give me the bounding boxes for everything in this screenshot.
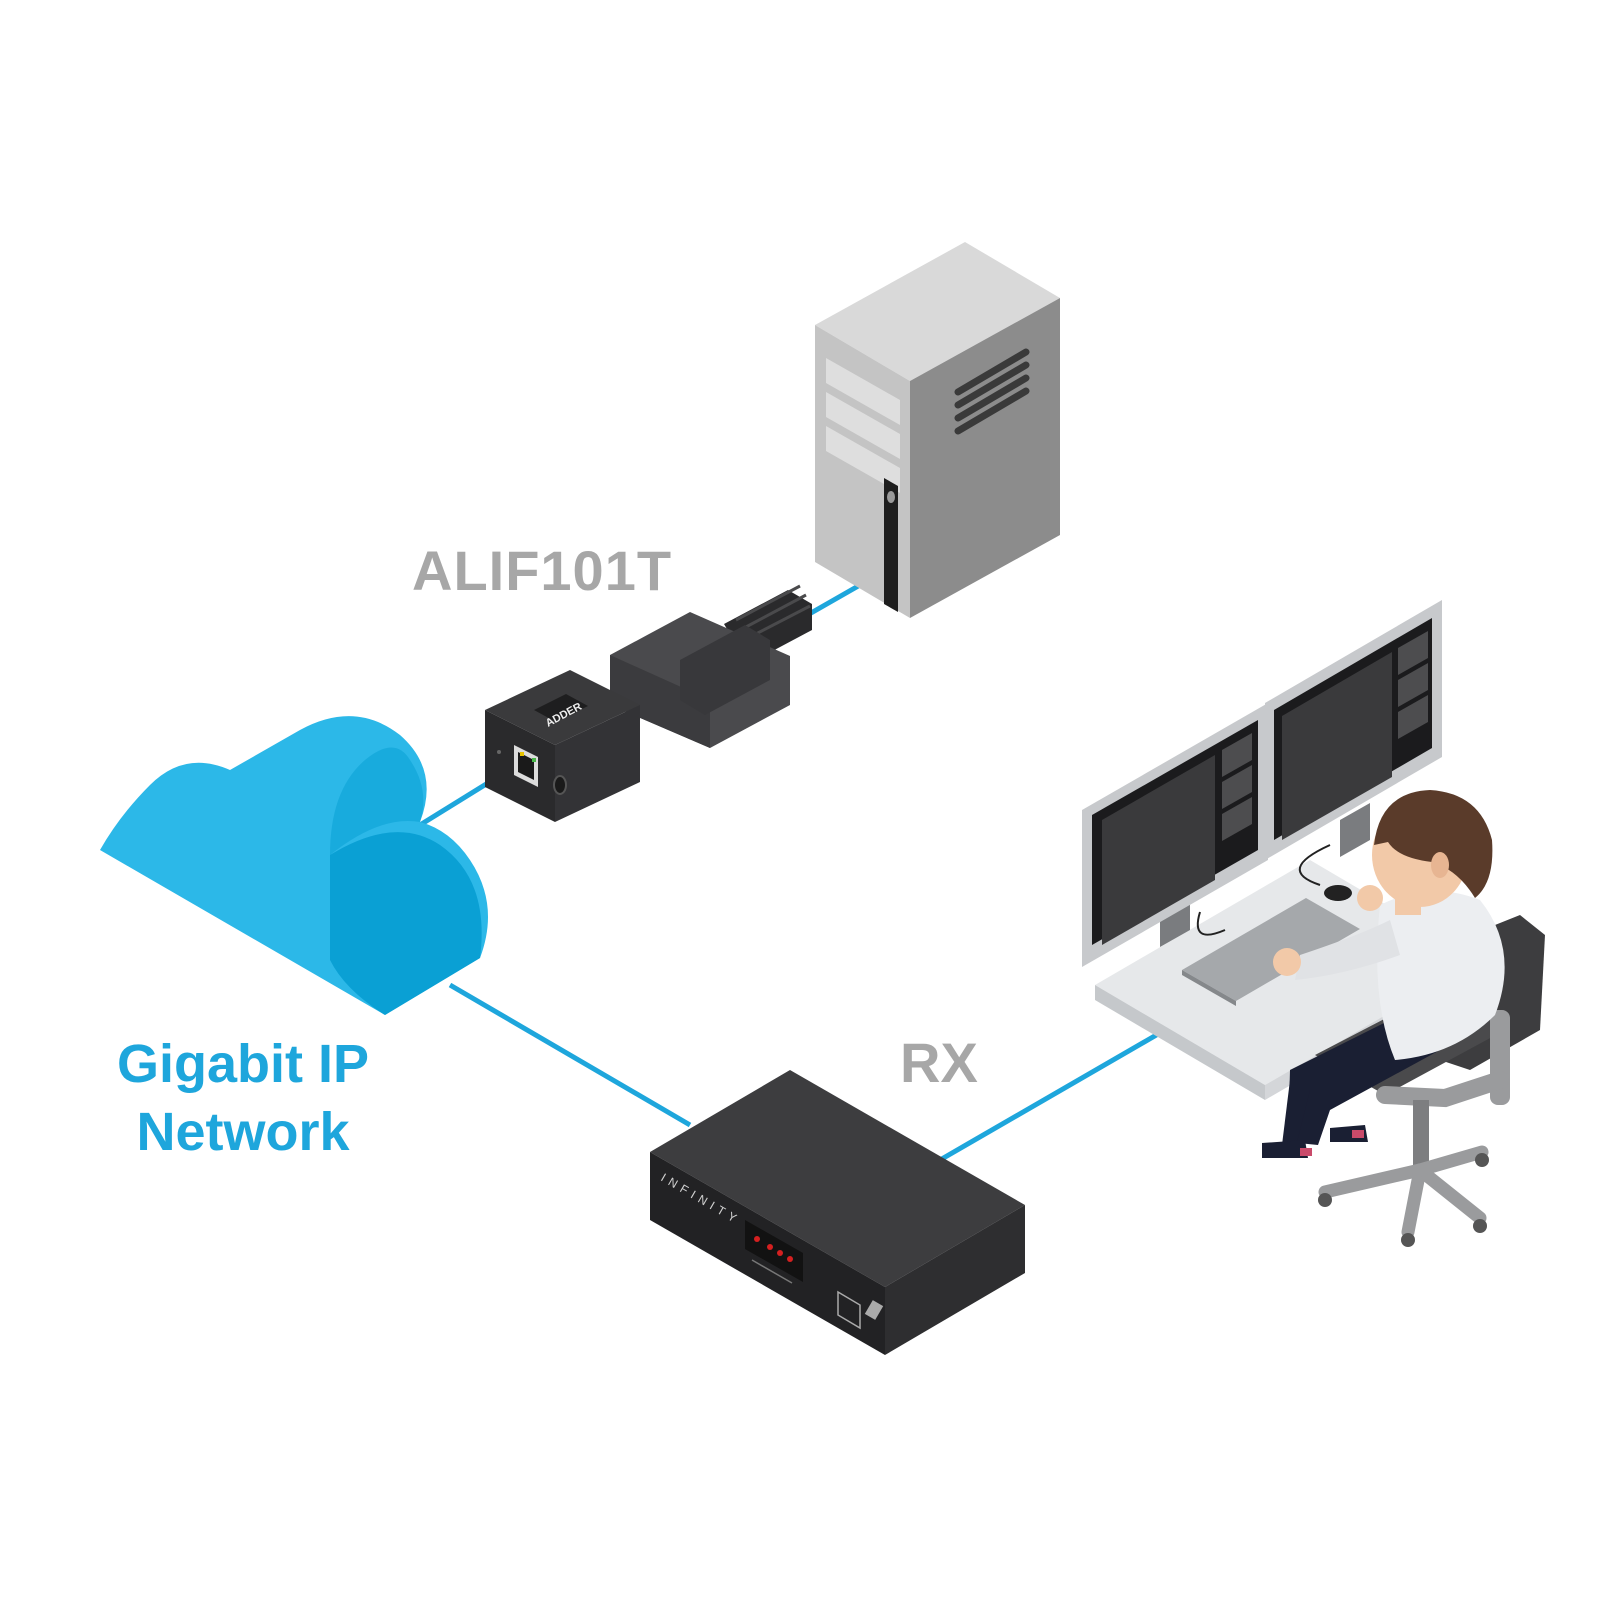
left-monitor-icon <box>1082 703 1268 967</box>
network-label: Gigabit IP Network <box>108 1030 378 1166</box>
keyboard-icon <box>1182 898 1360 1001</box>
transmitter-dongle-icon: ADDER <box>485 584 812 822</box>
server-tower-icon <box>815 242 1060 618</box>
cable-rx-to-workstation <box>938 1027 1167 1163</box>
rx-receiver-box-icon: INFINITY <box>650 1070 1025 1355</box>
cloud-icon <box>100 716 488 1015</box>
receiver-label: RX <box>900 1031 978 1094</box>
mouse-icon <box>1324 885 1352 901</box>
transmitter-label: ALIF101T <box>412 539 673 602</box>
right-monitor-icon <box>1265 600 1442 860</box>
network-label-line1: Gigabit IP <box>116 1034 370 1094</box>
network-label-line2: Network <box>136 1102 350 1162</box>
person-icon <box>1262 790 1505 1158</box>
cable-cloud-to-rx <box>448 982 692 1128</box>
